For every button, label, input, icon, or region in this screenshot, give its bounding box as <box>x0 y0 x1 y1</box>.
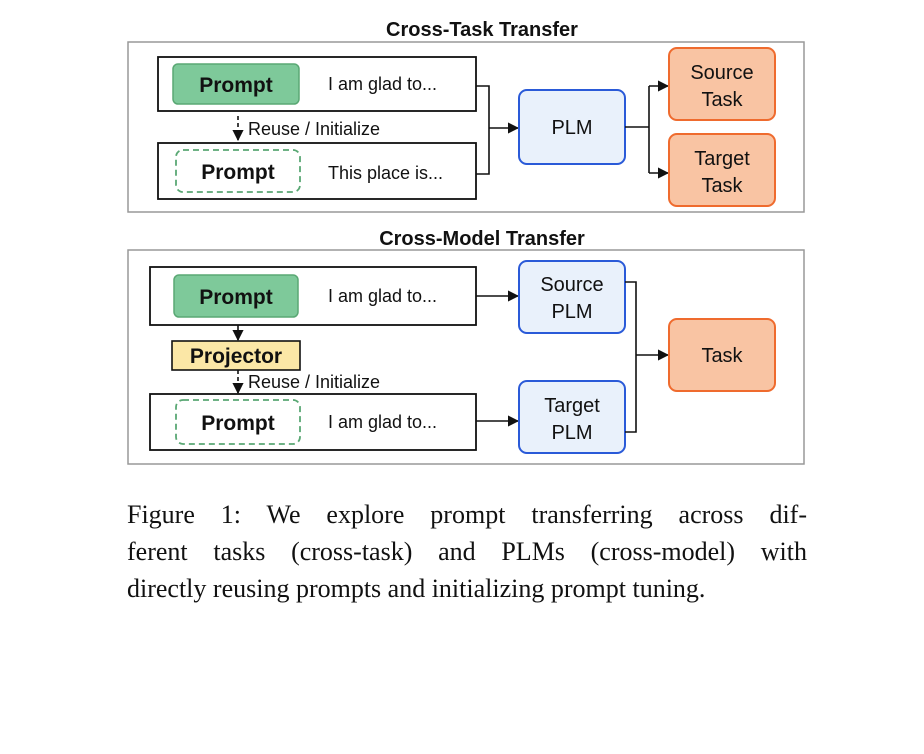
caption-line-2: ferent tasks (cross-task) and PLMs (cros… <box>127 537 807 566</box>
cross-model-projector-box <box>171 340 301 371</box>
cross-task-source-task-line2: Task <box>701 89 743 111</box>
cross-task-target-task-line1: Target <box>694 148 750 170</box>
cross-model-task-label: Task <box>701 345 743 367</box>
cross-model-prompt-top-label: Prompt <box>199 286 273 309</box>
cross-task-plm-label: PLM <box>551 117 592 139</box>
cross-model-source-plm-line2: PLM <box>551 301 592 323</box>
cross-task-merge-connector <box>476 85 490 175</box>
cross-model-projector-label: Projector <box>190 345 282 368</box>
caption-line-3: directly reusing prompts and initializin… <box>127 574 706 603</box>
cross-model-merge-connector <box>625 281 637 433</box>
caption-line-1: Figure 1: We explore prompt transferring… <box>127 500 807 529</box>
cross-task-reuse-label: Reuse / Initialize <box>248 119 380 139</box>
cross-model-target-plm-line1: Target <box>544 395 600 417</box>
cross-task-input-bottom-text: This place is... <box>328 163 443 183</box>
figure-caption: Figure 1: We explore prompt transferring… <box>127 496 807 607</box>
cross-task-title: Cross-Task Transfer <box>386 19 578 41</box>
cross-task-prompt-bottom <box>175 149 301 193</box>
cross-model-input-bottom-text: I am glad to... <box>328 412 437 432</box>
cross-model-source-plm-box <box>518 260 626 334</box>
cross-model-input-top-text: I am glad to... <box>328 286 437 306</box>
cross-model-prompt-bottom-label: Prompt <box>201 412 275 435</box>
cross-model-target-plm-box <box>518 380 626 454</box>
cross-task-prompt-top <box>172 63 300 105</box>
cross-task-target-task-box <box>668 133 776 207</box>
cross-task-prompt-bottom-label: Prompt <box>201 161 275 184</box>
cross-task-target-task-line2: Task <box>701 175 743 197</box>
cross-task-input-top-text: I am glad to... <box>328 74 437 94</box>
cross-model-task-box <box>668 318 776 392</box>
cross-model-title: Cross-Model Transfer <box>379 228 585 250</box>
cross-task-source-task-line1: Source <box>690 62 753 84</box>
cross-task-source-task-box <box>668 47 776 121</box>
cross-model-prompt-bottom <box>175 399 301 445</box>
cross-model-source-plm-line1: Source <box>540 274 603 296</box>
cross-model-prompt-top <box>173 274 299 318</box>
cross-model-reuse-label: Reuse / Initialize <box>248 372 380 392</box>
cross-task-prompt-top-label: Prompt <box>199 74 273 97</box>
prompt-transfer-diagram: Cross-Task Transfer Prompt I am glad to.… <box>127 19 805 465</box>
cross-model-target-plm-line2: PLM <box>551 422 592 444</box>
